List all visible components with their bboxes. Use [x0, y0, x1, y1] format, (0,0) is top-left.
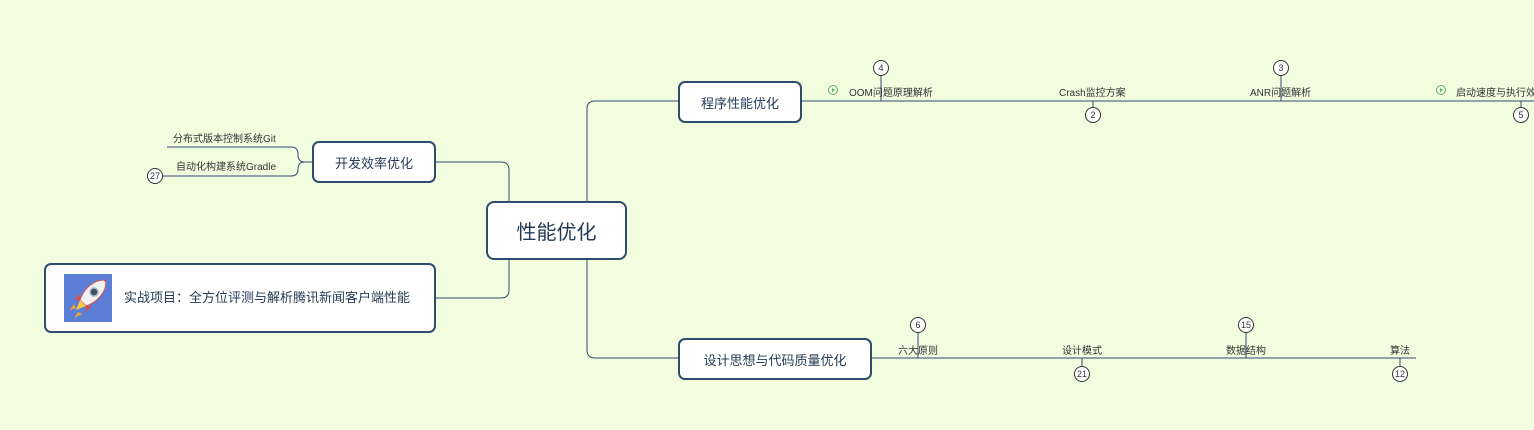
topic-project[interactable]: 实战项目：全方位评测与解析腾讯新闻客户端性能: [44, 263, 436, 333]
topic-design-quality[interactable]: 设计思想与代码质量优化: [678, 338, 872, 380]
count-badge[interactable]: 2: [1085, 107, 1101, 123]
count-badge[interactable]: 3: [1273, 60, 1289, 76]
count-badge[interactable]: 4: [873, 60, 889, 76]
play-icon[interactable]: [828, 85, 838, 95]
rocket-icon: [64, 274, 112, 322]
count-badge[interactable]: 21: [1074, 366, 1090, 382]
subtopic-design-patterns[interactable]: 设计模式: [1062, 346, 1102, 357]
subtopic-anr[interactable]: ANR问题解析: [1250, 88, 1312, 99]
subtopic-data-structures[interactable]: 数据结构: [1226, 346, 1266, 357]
subtopic-oom[interactable]: OOM问题原理解析: [849, 88, 933, 99]
subtopic-startup[interactable]: 启动速度与执行效: [1456, 88, 1534, 99]
topic-dev-efficiency[interactable]: 开发效率优化: [312, 141, 436, 183]
central-topic-label: 性能优化: [516, 222, 597, 244]
subtopic-crash[interactable]: Crash监控方案: [1059, 88, 1126, 99]
topic-project-label: 实战项目：全方位评测与解析腾讯新闻客户端性能: [124, 290, 411, 305]
subtopic-gradle[interactable]: 自动化构建系统Gradle: [176, 162, 277, 173]
count-badge[interactable]: 5: [1513, 107, 1529, 123]
topic-dev-efficiency-label: 开发效率优化: [334, 155, 413, 171]
subtopic-six-principles[interactable]: 六大原则: [898, 346, 938, 357]
topic-program-performance[interactable]: 程序性能优化: [678, 81, 802, 123]
topic-program-performance-label: 程序性能优化: [700, 95, 779, 111]
central-topic[interactable]: 性能优化: [486, 201, 627, 260]
count-badge[interactable]: 15: [1238, 317, 1254, 333]
topic-design-quality-label: 设计思想与代码质量优化: [703, 352, 847, 368]
subtopic-git[interactable]: 分布式版本控制系统Git: [173, 134, 276, 145]
count-badge[interactable]: 27: [147, 168, 163, 184]
count-badge[interactable]: 12: [1392, 366, 1408, 382]
count-badge[interactable]: 6: [910, 317, 926, 333]
subtopic-algorithms[interactable]: 算法: [1390, 346, 1410, 357]
play-icon[interactable]: [1436, 85, 1446, 95]
